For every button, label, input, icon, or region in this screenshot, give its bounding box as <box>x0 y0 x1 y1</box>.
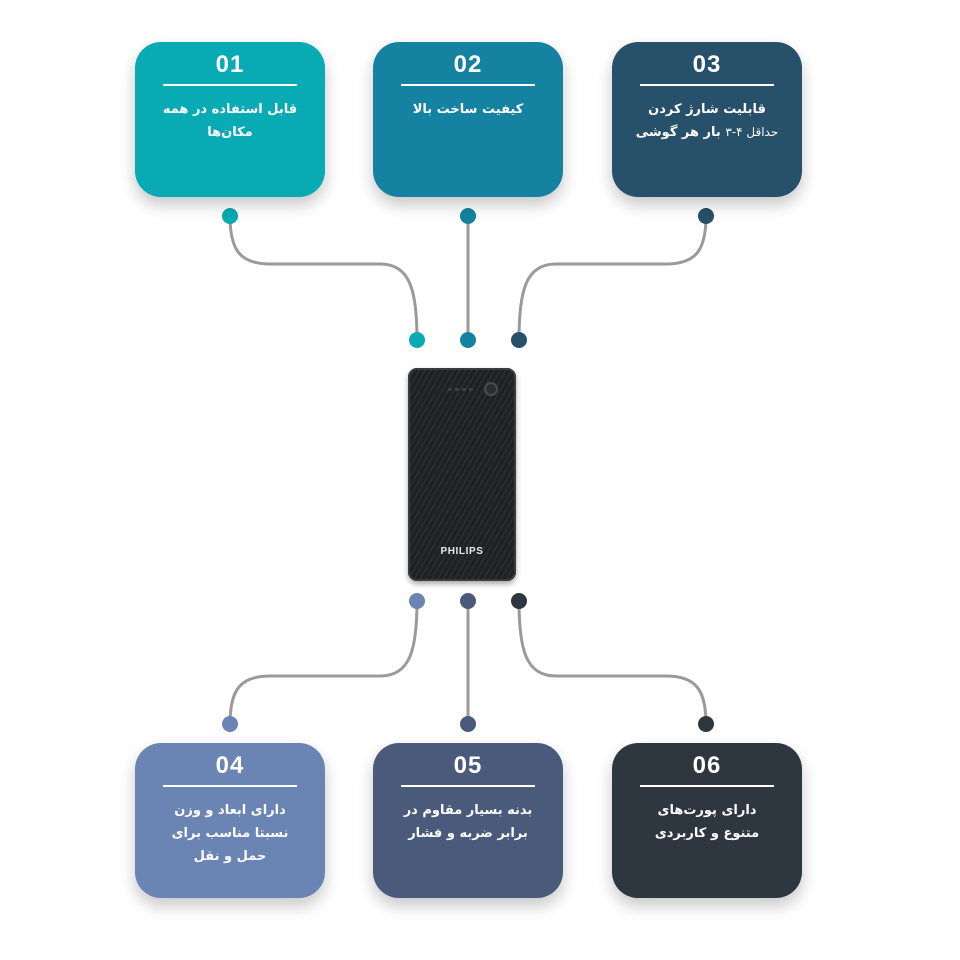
power-button-icon <box>484 382 498 396</box>
connector-04 <box>228 599 419 726</box>
feature-number: 04 <box>215 752 245 779</box>
divider <box>163 84 297 86</box>
feature-number: 01 <box>215 51 245 78</box>
dot-card-03 <box>698 208 714 224</box>
dot-bottom-04 <box>409 593 425 609</box>
feature-card-02: 02 کیفیت ساخت بالا <box>373 42 563 197</box>
divider <box>401 84 535 86</box>
dot-card-04 <box>222 716 238 732</box>
dot-bottom-06 <box>511 593 527 609</box>
feature-card-06: 06 دارای پورت‌های متنوع و کاربردی <box>612 743 802 898</box>
led-indicator <box>448 388 452 391</box>
connector-03 <box>517 214 708 342</box>
feature-number: 03 <box>692 51 722 78</box>
connector-01 <box>228 214 419 342</box>
feature-text: دارای پورت‌های متنوع و کاربردی <box>654 803 760 841</box>
feature-number: 05 <box>453 752 483 779</box>
feature-text: قابلیت شارژ کردن حداقل ۴-۳ بار هر گوشی <box>632 98 782 144</box>
feature-card-01: 01 قابل استفاده در همه مکان‌ها <box>135 42 325 197</box>
divider <box>640 785 774 787</box>
led-indicator <box>455 388 459 391</box>
dot-top-02 <box>460 332 476 348</box>
power-bank-icon: PHILIPS <box>408 368 516 581</box>
feature-text: دارای ابعاد و وزن نسبتا مناسب برای حمل و… <box>171 803 289 864</box>
brand-logo: PHILIPS <box>440 546 484 557</box>
dot-bottom-05 <box>460 593 476 609</box>
feature-text-line1: قابلیت شارژ کردن <box>648 102 766 117</box>
feature-text-sub: حداقل ۴-۳ <box>725 125 779 139</box>
feature-text-line2: بار هر گوشی <box>635 125 721 140</box>
feature-card-04: 04 دارای ابعاد و وزن نسبتا مناسب برای حم… <box>135 743 325 898</box>
dot-card-01 <box>222 208 238 224</box>
dot-top-03 <box>511 332 527 348</box>
divider <box>401 785 535 787</box>
feature-number: 02 <box>453 51 483 78</box>
dot-card-05 <box>460 716 476 732</box>
led-indicator <box>462 388 466 391</box>
feature-card-03: 03 قابلیت شارژ کردن حداقل ۴-۳ بار هر گوش… <box>612 42 802 197</box>
dot-card-02 <box>460 208 476 224</box>
feature-text: بدنه بسیار مقاوم در برابر ضربه و فشار <box>403 803 533 841</box>
feature-text: قابل استفاده در همه مکان‌ها <box>162 102 298 140</box>
dot-top-01 <box>409 332 425 348</box>
dot-card-06 <box>698 716 714 732</box>
divider <box>163 785 297 787</box>
feature-text: کیفیت ساخت بالا <box>412 102 524 117</box>
divider <box>640 84 774 86</box>
feature-card-05: 05 بدنه بسیار مقاوم در برابر ضربه و فشار <box>373 743 563 898</box>
feature-number: 06 <box>692 752 722 779</box>
led-indicator <box>469 388 473 391</box>
connector-06 <box>517 599 708 726</box>
